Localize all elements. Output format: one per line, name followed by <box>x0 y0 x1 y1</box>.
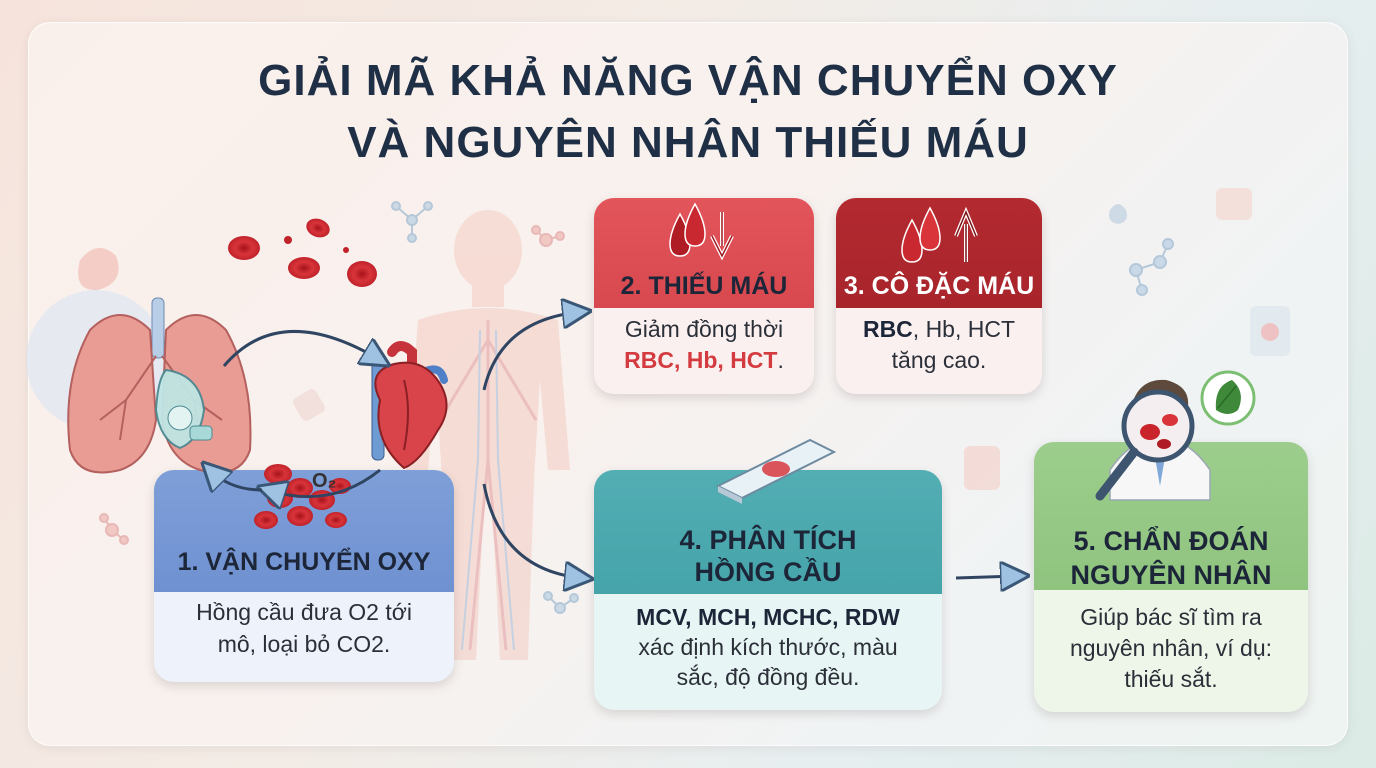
card-body: Hồng cầu đưa O2 tới mô, loại bỏ CO2. <box>154 596 454 660</box>
body-end: . <box>777 347 784 373</box>
heading-line: NGUYÊN NHÂN <box>1070 560 1272 590</box>
body-line: mô, loại bỏ CO2. <box>217 631 391 657</box>
page-title-line-1: GIẢI MÃ KHẢ NĂNG VẬN CHUYỂN OXY <box>258 56 1118 105</box>
card-heading: 2. THIẾU MÁU <box>620 272 788 300</box>
body-line: thiếu sắt. <box>1124 666 1218 692</box>
card-body: Giảm đồng thời RBC, Hb, HCT. <box>594 314 814 376</box>
body-rest: , Hb, HCT <box>912 316 1016 342</box>
card-rbc-analysis <box>594 470 942 710</box>
body-line: Giảm đồng thời <box>624 316 784 342</box>
page-title-line-2: VÀ NGUYÊN NHÂN THIẾU MÁU <box>347 118 1029 167</box>
body-line: tăng cao. <box>891 347 987 373</box>
rbc-bold: RBC <box>862 316 913 342</box>
card-heading: 3. CÔ ĐẶC MÁU <box>843 272 1035 300</box>
card-body: RBC, Hb, HCT tăng cao. <box>836 314 1042 376</box>
highlighted-indices: RBC, Hb, HCT <box>624 347 778 373</box>
oxygen-label: O₂ <box>312 470 337 492</box>
body-line: RBC, Hb, HCT. <box>594 345 814 376</box>
card-heading: 1. VẬN CHUYỂN OXY <box>177 548 431 576</box>
card-heading: 5. CHẨN ĐOÁN NGUYÊN NHÂN <box>1034 524 1308 592</box>
card-body: Giúp bác sĩ tìm ra nguyên nhân, ví dụ: t… <box>1034 602 1308 695</box>
body-line: Giúp bác sĩ tìm ra <box>1080 604 1262 630</box>
card-polycythemia <box>836 198 1042 394</box>
body-line: sắc, độ đồng đều. <box>676 664 860 690</box>
body-line: RBC, Hb, HCT <box>836 314 1042 345</box>
card-body: MCV, MCH, MCHC, RDW xác định kích thước,… <box>594 602 942 692</box>
heading-line: 5. CHẨN ĐOÁN <box>1073 526 1269 556</box>
heading-line: HỒNG CẦU <box>694 557 842 587</box>
body-line: nguyên nhân, ví dụ: <box>1069 635 1273 661</box>
body-line: Hồng cầu đưa O2 tới <box>196 599 412 625</box>
heading-line: 4. PHÂN TÍCH <box>679 525 857 555</box>
card-anemia <box>594 198 814 394</box>
card-heading: 4. PHÂN TÍCH HỒNG CẦU <box>594 524 942 588</box>
indices-line: MCV, MCH, MCHC, RDW <box>636 604 900 630</box>
body-line: xác định kích thước, màu <box>638 634 898 660</box>
